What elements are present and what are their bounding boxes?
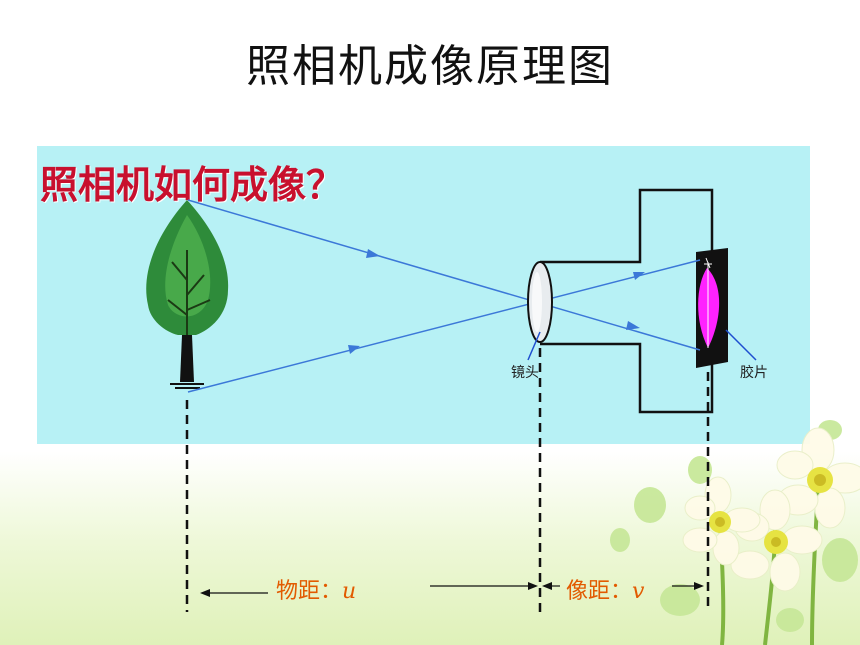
lens-pointer [527, 331, 541, 361]
distance-arrows [200, 582, 704, 597]
image-distance-var: v [632, 579, 645, 604]
question-heading: 照相机如何成像？ [40, 163, 345, 207]
image-distance-label: 像距：v [566, 573, 644, 605]
page-title: 照相机成像原理图 [246, 41, 614, 92]
film-pointer [725, 329, 757, 361]
object-distance-text: 物距： [276, 579, 343, 604]
dashed-guides [185, 348, 710, 612]
tree-object [146, 200, 229, 389]
ray-from-bottom [187, 259, 701, 393]
leaf-blobs [610, 420, 858, 632]
film-strip [696, 248, 728, 368]
lens-label: 镜头 [511, 365, 539, 381]
inverted-image [698, 268, 720, 348]
object-distance-label: 物距：u [276, 573, 356, 605]
flower-decoration [610, 420, 860, 645]
object-distance-var: u [342, 579, 357, 604]
image-distance-text: 像距： [566, 579, 633, 604]
film-label: 胶片 [740, 364, 768, 381]
lens [527, 261, 553, 343]
light-rays [187, 199, 701, 393]
camera-body [540, 188, 714, 414]
ray-arrows [348, 249, 645, 354]
ray-from-top [187, 199, 701, 351]
flower-head [682, 476, 761, 566]
